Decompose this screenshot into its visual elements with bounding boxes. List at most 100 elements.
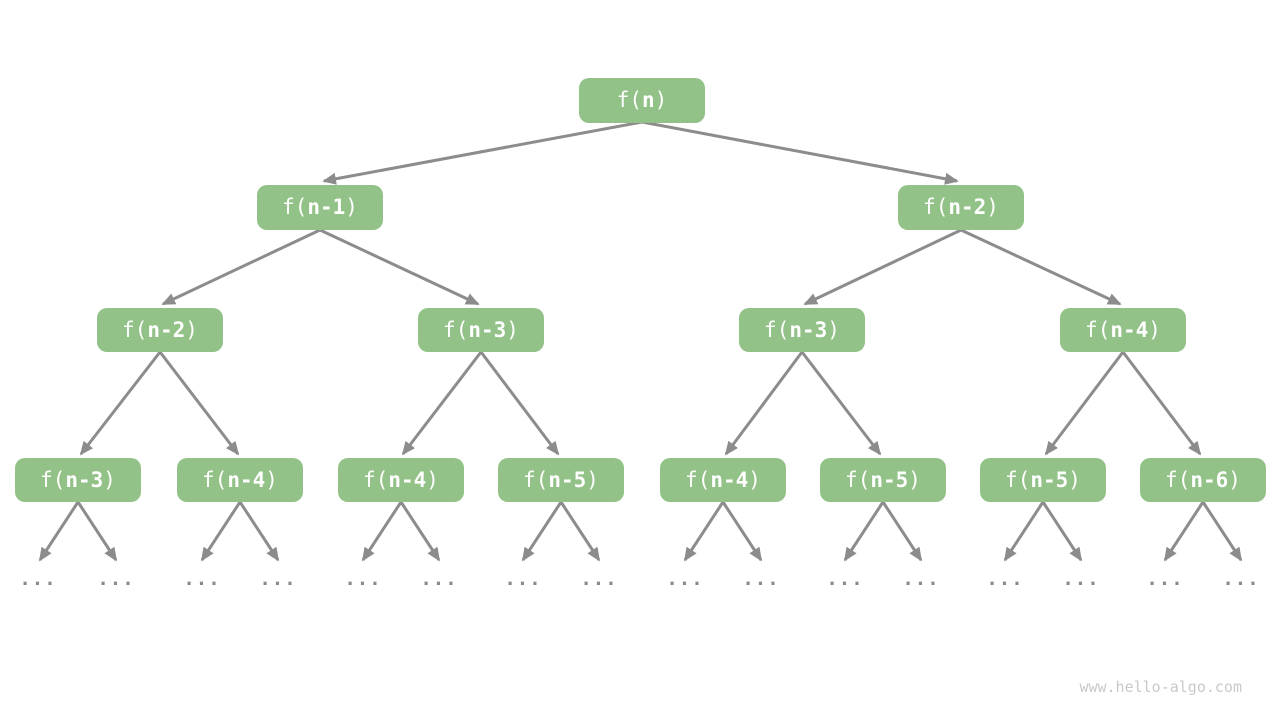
edge: [803, 228, 962, 306]
ellipsis-leaf: ...: [666, 568, 704, 590]
edge: [721, 501, 763, 562]
node-label-arg: n-1: [307, 195, 346, 219]
edge: [38, 501, 80, 562]
node-label-post: ): [345, 195, 358, 219]
node-l4-8: f(n-6): [1140, 458, 1266, 502]
ellipsis-leaf: ...: [580, 568, 618, 590]
node-label-pre: f(: [685, 467, 711, 492]
edge: [843, 501, 885, 562]
ellipsis-leaf: ...: [183, 568, 221, 590]
node-label-arg: n-4: [227, 467, 266, 492]
edge: [724, 351, 804, 456]
node-l4-4: f(n-5): [498, 458, 624, 502]
edge: [322, 120, 643, 185]
node-label-post: ): [265, 467, 278, 492]
node-label-post: ): [586, 467, 599, 492]
node-label-arg: n: [641, 88, 655, 112]
node-label-pre: f(: [40, 467, 66, 492]
ellipsis-leaf: ...: [504, 568, 542, 590]
node-label-arg: n-4: [710, 467, 749, 492]
node-label-pre: f(: [764, 317, 790, 342]
node-label-pre: f(: [616, 88, 642, 112]
node-label-pre: f(: [523, 467, 549, 492]
ellipsis-leaf: ...: [420, 568, 458, 590]
node-label-post: ): [908, 467, 921, 492]
edge: [200, 501, 242, 562]
edge: [1163, 501, 1205, 562]
edge: [79, 351, 162, 456]
node-label-pre: f(: [845, 467, 871, 492]
node-l3-3: f(n-3): [739, 308, 865, 352]
node-l4-6: f(n-5): [820, 458, 946, 502]
node-label-post: ): [506, 317, 519, 342]
node-l3-4: f(n-4): [1060, 308, 1186, 352]
node-label-arg: n-6: [1190, 467, 1229, 492]
node-label-arg: n-3: [65, 467, 104, 492]
node-label-arg: n-3: [789, 317, 828, 342]
node-l4-1: f(n-3): [15, 458, 141, 502]
node-l4-5: f(n-4): [660, 458, 786, 502]
node-label-pre: f(: [1005, 467, 1031, 492]
ellipsis-leaf: ...: [1222, 568, 1260, 590]
node-root: f(n): [579, 78, 705, 123]
edge: [800, 351, 882, 456]
node-l4-2: f(n-4): [177, 458, 303, 502]
node-label-arg: n-5: [1030, 467, 1069, 492]
edge: [161, 228, 321, 306]
node-label-post: ): [654, 88, 668, 112]
node-label-pre: f(: [1085, 317, 1111, 342]
node-label-pre: f(: [443, 317, 469, 342]
edge: [361, 501, 403, 562]
node-label-post: ): [1068, 467, 1081, 492]
ellipsis-leaf: ...: [344, 568, 382, 590]
ellipsis-leaf: ...: [826, 568, 864, 590]
ellipsis-leaf: ...: [902, 568, 940, 590]
edge: [559, 501, 601, 562]
node-label-post: ): [103, 467, 116, 492]
edge: [479, 351, 560, 456]
node-label-pre: f(: [1165, 467, 1191, 492]
node-label-pre: f(: [923, 195, 949, 219]
node-label-arg: n-3: [468, 317, 507, 342]
node-label-post: ): [426, 467, 439, 492]
ellipsis-leaf: ...: [1062, 568, 1100, 590]
ellipsis-leaf: ...: [19, 568, 57, 590]
node-label-pre: f(: [363, 467, 389, 492]
node-l2-right: f(n-2): [898, 185, 1024, 230]
edge: [401, 351, 483, 456]
ellipsis-leaf: ...: [742, 568, 780, 590]
edge: [641, 120, 959, 185]
node-l4-7: f(n-5): [980, 458, 1106, 502]
edge: [960, 228, 1122, 306]
node-label-arg: n-2: [147, 317, 186, 342]
edge: [238, 501, 280, 562]
node-l4-3: f(n-4): [338, 458, 464, 502]
node-label-pre: f(: [282, 195, 308, 219]
edge: [1121, 351, 1202, 456]
node-label-post: ): [1148, 317, 1161, 342]
node-l2-left: f(n-1): [257, 185, 383, 230]
ellipsis-leaf: ...: [986, 568, 1024, 590]
node-label-post: ): [748, 467, 761, 492]
edge: [319, 228, 480, 306]
edge: [1003, 501, 1045, 562]
node-label-arg: n-4: [388, 467, 427, 492]
edge: [158, 351, 240, 456]
edge: [76, 501, 118, 562]
edge: [881, 501, 923, 562]
node-label-post: ): [827, 317, 840, 342]
edge: [399, 501, 441, 562]
ellipsis-leaf: ...: [259, 568, 297, 590]
node-label-post: ): [986, 195, 999, 219]
edge: [521, 501, 563, 562]
node-label-arg: n-2: [948, 195, 987, 219]
edge: [1041, 501, 1083, 562]
edge: [1201, 501, 1243, 562]
node-label-arg: n-5: [870, 467, 909, 492]
node-label-arg: n-5: [548, 467, 587, 492]
ellipsis-leaf: ...: [97, 568, 135, 590]
edge: [1044, 351, 1125, 456]
node-l3-2: f(n-3): [418, 308, 544, 352]
node-label-arg: n-4: [1110, 317, 1149, 342]
